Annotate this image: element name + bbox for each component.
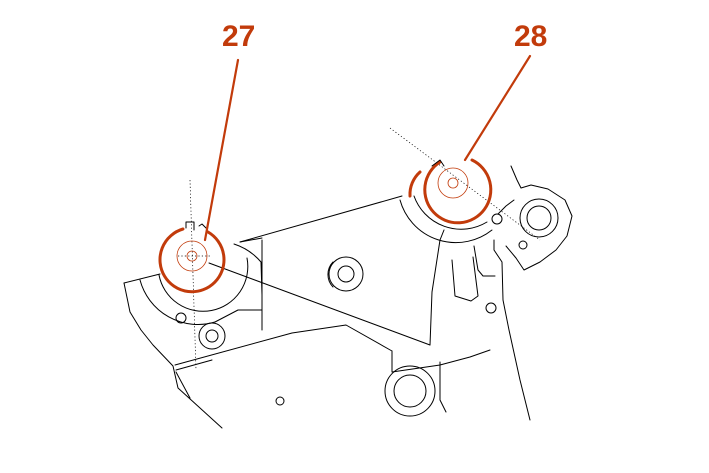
callout-28-leader [463, 54, 532, 162]
holes [175, 198, 559, 417]
frame-outline [123, 165, 573, 429]
callout-28-label: 28 [514, 20, 547, 53]
part-27-ring [158, 221, 226, 294]
center-lines [178, 127, 541, 371]
callout-27-leader [203, 58, 240, 242]
part-28-ring [408, 158, 493, 225]
callout-27-label: 27 [222, 20, 255, 53]
